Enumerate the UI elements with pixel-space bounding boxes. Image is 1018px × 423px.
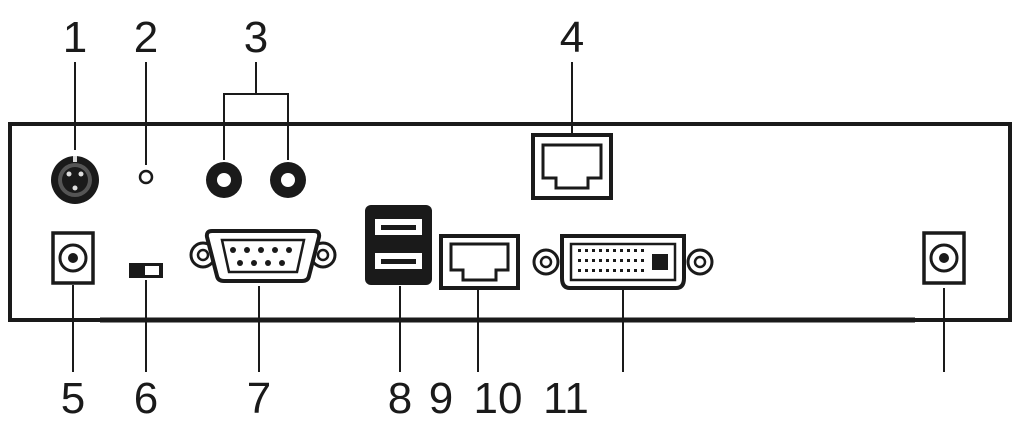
leader-lines: [72, 62, 945, 372]
callout-8: 8: [388, 374, 412, 423]
callout-2: 2: [134, 13, 158, 62]
power-jack-icon: [51, 156, 99, 204]
callout-1: 1: [63, 13, 87, 62]
callout-labels-top: 1 2 3 4: [63, 13, 584, 62]
dvi-port-icon: [532, 234, 714, 290]
callout-10: 10: [474, 374, 523, 423]
callout-4: 4: [560, 13, 584, 62]
serial-port-icon: [189, 229, 337, 283]
sfp-port-icon: [439, 234, 520, 290]
callout-9: 9: [429, 374, 453, 423]
grounding-terminal-icon: [51, 231, 95, 285]
callout-6: 6: [134, 374, 158, 423]
rj45-port-icon: [531, 133, 613, 200]
audio-jack-icon: [206, 162, 306, 198]
usb-port-icon: [365, 205, 432, 285]
grounding-terminal-icon: [922, 231, 966, 285]
callout-7: 7: [247, 374, 271, 423]
callout-labels-bottom: 5 6 7 8 9 10 11: [61, 374, 589, 423]
switch-icon: [129, 263, 163, 278]
callout-3: 3: [244, 13, 268, 62]
chassis: [8, 122, 1012, 323]
callout-11: 11: [543, 374, 589, 423]
led-indicator-icon: [138, 169, 154, 185]
callout-5: 5: [61, 374, 85, 423]
